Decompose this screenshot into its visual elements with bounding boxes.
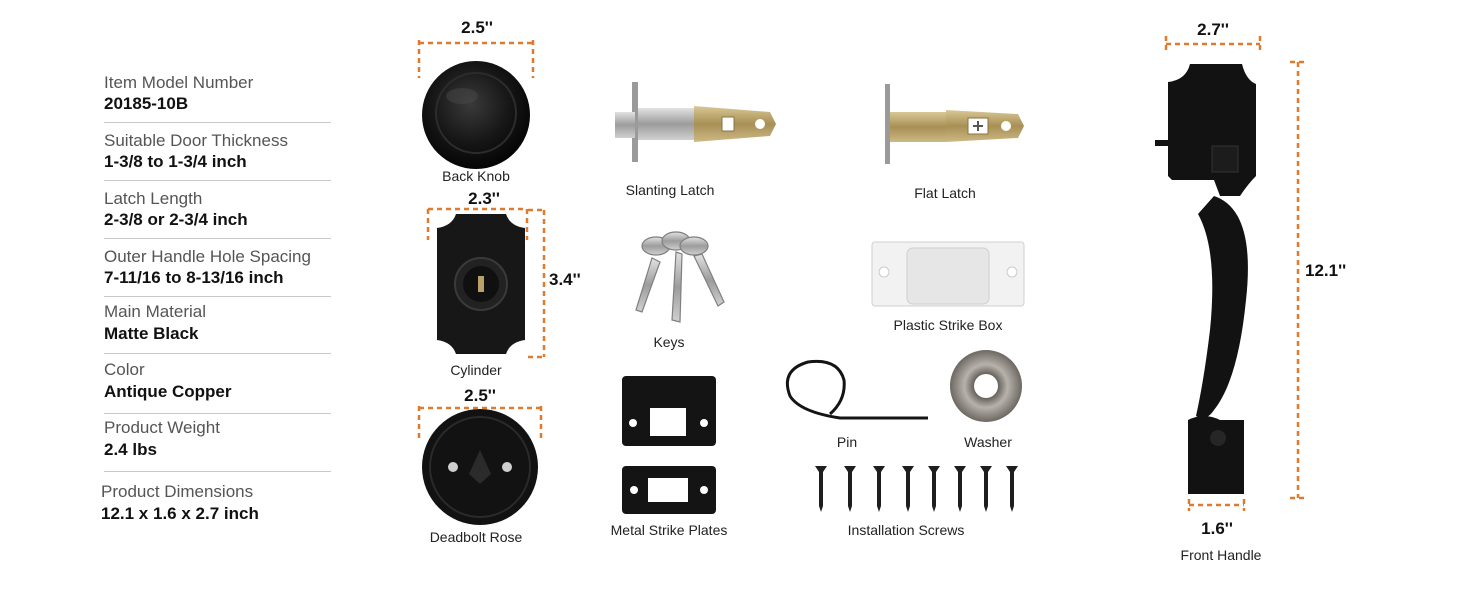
cylinder-image xyxy=(437,214,525,354)
caption-back-knob: Back Knob xyxy=(442,168,510,184)
caption-washer: Washer xyxy=(964,434,1012,450)
spec-divider xyxy=(104,296,331,297)
caption-slanting-latch: Slanting Latch xyxy=(625,182,715,198)
handle-dimension-line xyxy=(1164,36,1306,511)
spec-divider xyxy=(104,238,331,239)
spec-label-model-number: Item Model Number xyxy=(104,73,254,92)
spec-divider xyxy=(104,471,331,472)
installation-screws-image xyxy=(815,466,1018,512)
flat-latch-image xyxy=(885,84,1024,164)
spec-label-main-material: Main Material xyxy=(104,302,207,321)
spec-value-main-material: Matte Black xyxy=(104,324,199,343)
spec-divider xyxy=(104,122,331,123)
handle-depth-label: 1.6'' xyxy=(1201,519,1233,538)
back-knob-image xyxy=(422,61,530,169)
back-knob-width-label: 2.5'' xyxy=(461,18,493,37)
rose-width-label: 2.5'' xyxy=(464,386,496,405)
spec-label-weight: Product Weight xyxy=(104,418,220,437)
caption-deadbolt-rose: Deadbolt Rose xyxy=(429,529,523,545)
spec-label-dimensions: Product Dimensions xyxy=(101,482,254,501)
metal-strike-plates-image xyxy=(622,376,716,514)
keys-image xyxy=(635,231,725,323)
spec-divider xyxy=(104,180,331,181)
caption-cylinder: Cylinder xyxy=(450,362,502,378)
spec-value-door-thickness: 1-3/8 to 1-3/4 inch xyxy=(104,152,247,171)
rose-dimension-line xyxy=(417,406,543,440)
spec-value-weight: 2.4 lbs xyxy=(104,440,157,459)
front-handle-image xyxy=(1155,64,1256,494)
spec-divider xyxy=(104,353,331,354)
handle-height-label: 12.1'' xyxy=(1305,261,1347,280)
back-knob-dimension-line xyxy=(417,40,535,78)
caption-installation-screws: Installation Screws xyxy=(847,522,965,538)
spec-label-color: Color xyxy=(104,360,145,379)
caption-flat-latch: Flat Latch xyxy=(914,185,976,201)
spec-label-door-thickness: Suitable Door Thickness xyxy=(104,131,288,150)
caption-keys: Keys xyxy=(653,334,685,350)
cylinder-dimension-line xyxy=(426,207,546,359)
cylinder-height-label: 3.4'' xyxy=(549,270,581,289)
caption-pin: Pin xyxy=(836,434,858,450)
spec-value-color: Antique Copper xyxy=(104,382,232,401)
washer-image xyxy=(950,350,1022,422)
pin-image xyxy=(785,359,928,420)
spec-value-hole-spacing: 7-11/16 to 8-13/16 inch xyxy=(104,268,284,287)
caption-front-handle: Front Handle xyxy=(1180,547,1262,563)
slanting-latch-image xyxy=(615,82,776,162)
spec-value-model-number: 20185-10B xyxy=(104,94,189,113)
cylinder-width-label: 2.3'' xyxy=(468,189,500,208)
caption-plastic-strike-box: Plastic Strike Box xyxy=(893,317,1003,333)
handle-width-label: 2.7'' xyxy=(1197,20,1229,39)
spec-divider xyxy=(104,413,331,414)
spec-label-latch-length: Latch Length xyxy=(104,189,203,208)
plastic-strike-box-image xyxy=(871,241,1025,307)
spec-label-hole-spacing: Outer Handle Hole Spacing xyxy=(104,247,311,266)
caption-metal-strike-plates: Metal Strike Plates xyxy=(610,522,728,538)
spec-value-dimensions: 12.1 x 1.6 x 2.7 inch xyxy=(101,504,259,523)
spec-value-latch-length: 2-3/8 or 2-3/4 inch xyxy=(104,210,248,229)
deadbolt-rose-image xyxy=(422,409,538,525)
